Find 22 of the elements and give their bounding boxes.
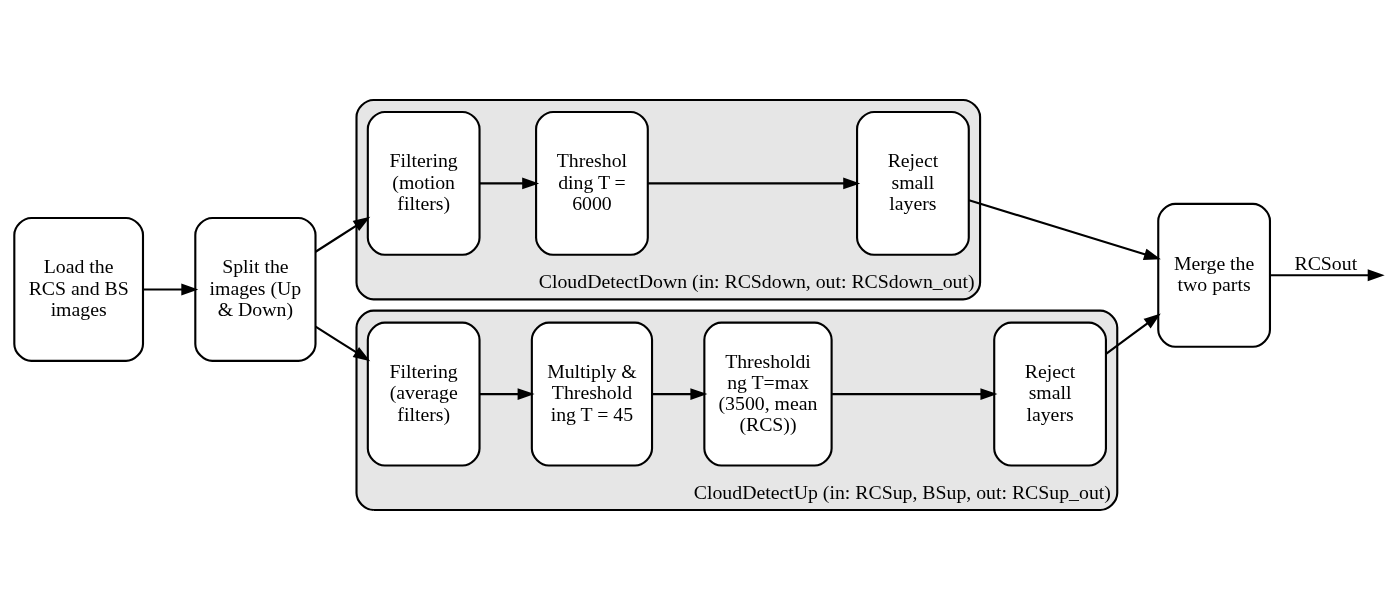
arrow xyxy=(143,283,199,295)
node-box: Filtering (average filters) xyxy=(366,321,481,467)
node-box: Reject small layers xyxy=(856,110,970,256)
arrow xyxy=(832,387,998,400)
arrow xyxy=(968,198,1161,260)
node-box: Load the RCS and BS images xyxy=(13,216,145,362)
node-box: Threshol ding T = 6000 xyxy=(535,110,649,256)
arrow xyxy=(1105,313,1161,355)
arrow xyxy=(315,216,371,253)
arrow xyxy=(315,325,371,361)
arrow xyxy=(479,387,535,400)
arrow xyxy=(652,387,708,400)
node-box: Filtering (motion filters) xyxy=(366,110,481,256)
arrow xyxy=(1270,268,1385,281)
node-box: Merge the two parts xyxy=(1157,202,1271,348)
edge-label: RCSout xyxy=(1294,251,1358,274)
node-box: Split the images (Up & Down) xyxy=(194,216,317,362)
arrow xyxy=(648,176,861,189)
node-box: Thresholdi ng T=max (3500, mean (RCS)) xyxy=(703,321,833,467)
node-box: Multiply & Threshold ing T = 45 xyxy=(530,321,654,467)
node-box: Reject small layers xyxy=(993,321,1107,467)
arrow xyxy=(479,176,540,189)
